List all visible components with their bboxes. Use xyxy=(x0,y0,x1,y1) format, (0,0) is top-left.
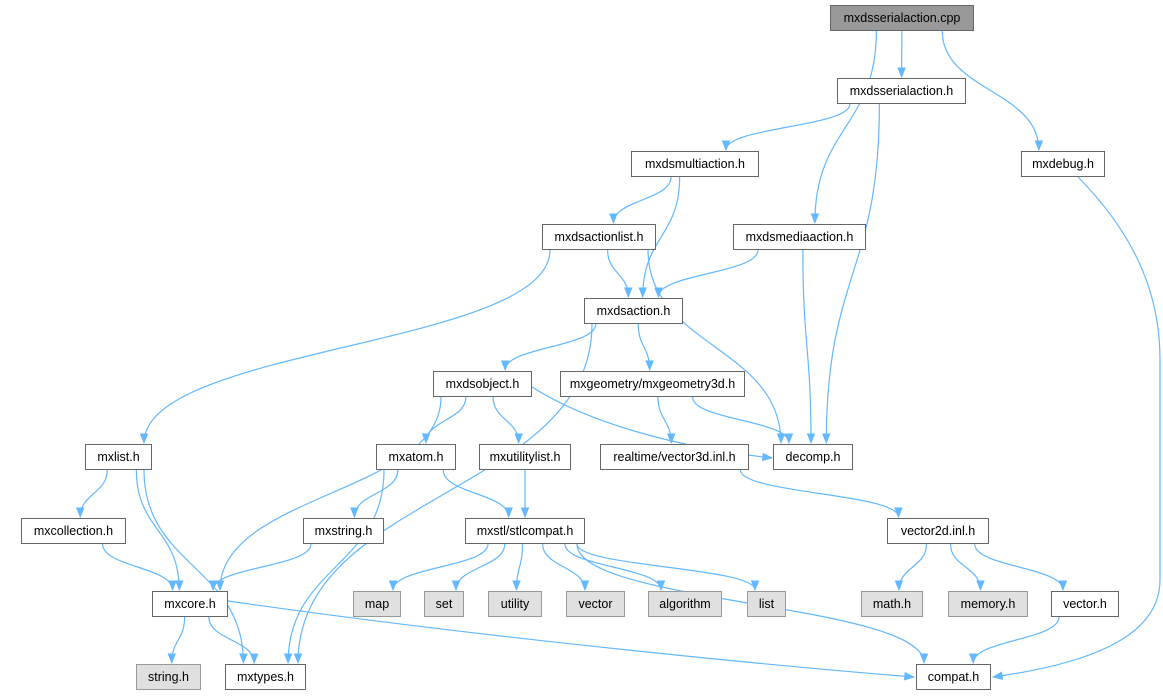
node-mxcollection-h[interactable]: mxcollection.h xyxy=(21,518,126,544)
edge-media-to-decomp xyxy=(802,249,816,445)
node-mxstl-stlcompat-h[interactable]: mxstl/stlcompat.h xyxy=(465,518,585,544)
edge-alist-to-list xyxy=(139,249,551,445)
node-mxdsmultiaction-h[interactable]: mxdsmultiaction.h xyxy=(631,151,759,177)
node-realtime-vector3d-inl-h[interactable]: realtime/vector3d.inl.h xyxy=(600,444,749,470)
edge-core-to-compat xyxy=(227,600,916,681)
node-decomp-h[interactable]: decomp.h xyxy=(773,444,853,470)
edge-serialh-to-decomp xyxy=(821,103,880,445)
edge-object-to-core xyxy=(215,396,442,592)
node-mxgeometry-mxgeometry3d-h[interactable]: mxgeometry/mxgeometry3d.h xyxy=(560,371,745,397)
edge-list-to-core xyxy=(135,469,184,592)
edge-alist-to-action xyxy=(607,249,633,299)
edge-stl-to-vector xyxy=(542,543,590,592)
edge-cpp-to-debug xyxy=(941,30,1044,152)
edge-stl-to-set xyxy=(451,543,506,592)
edge-geom-to-v3d xyxy=(657,396,676,445)
edge-stl-to-map xyxy=(388,543,489,592)
edge-stl-to-utility xyxy=(512,543,524,592)
edge-object-to-ulist xyxy=(492,396,523,445)
edge-multi-to-action xyxy=(638,176,681,299)
edge-v2d-to-vech xyxy=(974,543,1068,592)
edge-atom-to-stl xyxy=(442,469,513,519)
node-compat-h[interactable]: compat.h xyxy=(916,664,991,690)
edge-atom-to-types xyxy=(283,469,385,665)
node-mxdsobject-h[interactable]: mxdsobject.h xyxy=(433,371,532,397)
node-vector: vector xyxy=(566,591,625,617)
edge-core-to-types xyxy=(208,616,259,665)
node-mxdsserialaction-cpp[interactable]: mxdsserialaction.cpp xyxy=(830,5,974,31)
node-math-h: math.h xyxy=(861,591,923,617)
edge-cpp-to-media xyxy=(810,30,877,225)
node-mxutilitylist-h[interactable]: mxutilitylist.h xyxy=(479,444,571,470)
node-mxdsserialaction-h[interactable]: mxdsserialaction.h xyxy=(837,78,966,104)
node-utility: utility xyxy=(488,591,542,617)
node-mxatom-h[interactable]: mxatom.h xyxy=(376,444,456,470)
edge-list-to-types xyxy=(143,469,248,665)
edge-vech-to-compat xyxy=(968,616,1060,665)
node-vector2d-inl-h[interactable]: vector2d.inl.h xyxy=(887,518,989,544)
edge-action-to-object xyxy=(500,323,597,372)
node-mxdsmediaaction-h[interactable]: mxdsmediaaction.h xyxy=(733,224,866,250)
node-algorithm: algorithm xyxy=(648,591,722,617)
edge-atom-to-str xyxy=(350,469,399,519)
node-mxdsactionlist-h[interactable]: mxdsactionlist.h xyxy=(542,224,656,250)
edge-coll-to-core xyxy=(102,543,177,592)
node-map: map xyxy=(353,591,401,617)
node-string-h: string.h xyxy=(136,664,201,690)
edge-stl-to-lst xyxy=(576,543,760,592)
edge-action-to-geom xyxy=(637,323,654,372)
node-list: list xyxy=(747,591,786,617)
node-mxcore-h[interactable]: mxcore.h xyxy=(152,591,228,617)
edge-str-to-core xyxy=(208,543,312,592)
node-set: set xyxy=(424,591,464,617)
edge-object-to-atom xyxy=(421,396,467,445)
node-memory-h: memory.h xyxy=(948,591,1028,617)
edge-v2d-to-memory xyxy=(949,543,985,592)
node-mxstring-h[interactable]: mxstring.h xyxy=(303,518,384,544)
edge-v2d-to-math xyxy=(894,543,928,592)
edge-serialh-to-multi xyxy=(721,103,851,152)
edge-multi-to-alist xyxy=(609,176,672,225)
edge-stl-to-algorithm xyxy=(564,543,666,592)
node-mxdsaction-h[interactable]: mxdsaction.h xyxy=(584,298,683,324)
edge-debug-to-compat xyxy=(991,176,1161,680)
edge-v3d-to-v2d xyxy=(739,469,903,519)
node-mxdebug-h[interactable]: mxdebug.h xyxy=(1021,151,1105,177)
edge-media-to-action xyxy=(654,249,759,299)
edge-list-to-coll xyxy=(75,469,108,519)
node-mxtypes-h[interactable]: mxtypes.h xyxy=(225,664,306,690)
node-vector-h[interactable]: vector.h xyxy=(1051,591,1119,617)
edge-alist-to-decomp xyxy=(647,249,786,445)
edge-core-to-string xyxy=(167,616,186,665)
edge-geom-to-decomp xyxy=(692,396,794,445)
node-mxlist-h[interactable]: mxlist.h xyxy=(85,444,152,470)
